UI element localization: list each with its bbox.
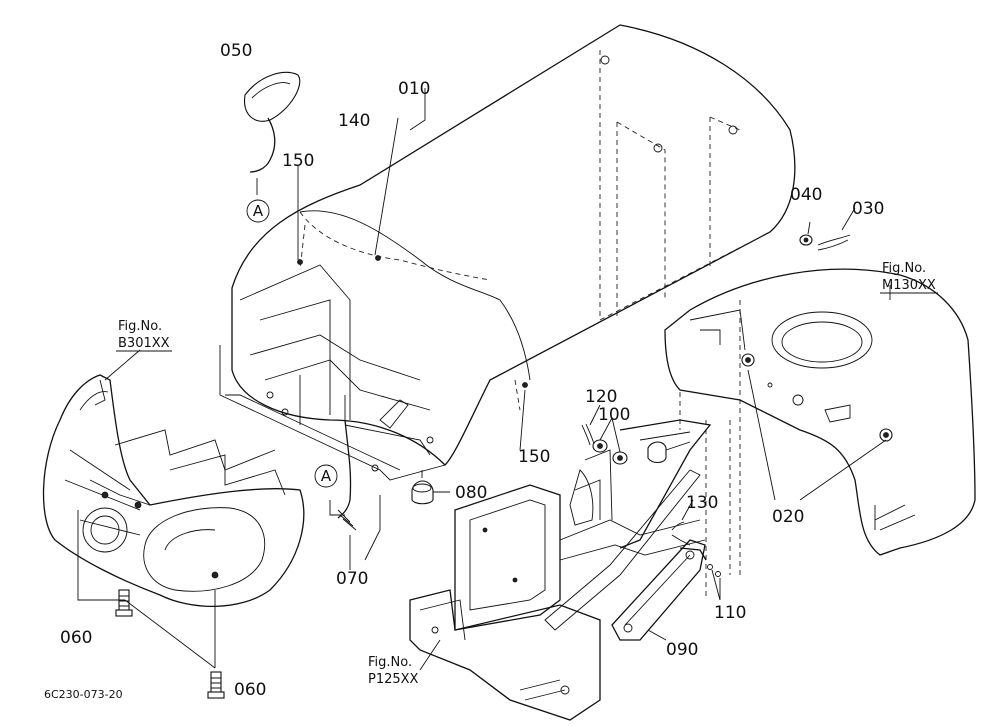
label-050: 050	[220, 41, 252, 61]
fig-ref-m130-code: M130XX	[882, 278, 936, 293]
label-070: 070	[336, 569, 368, 589]
side-panel	[664, 268, 976, 575]
fig-ref-b301-title: Fig.No.	[118, 319, 162, 334]
grommet-080	[411, 470, 450, 505]
bolt-060-lower	[207, 671, 225, 699]
clip-110	[707, 564, 721, 577]
label-060-upper: 060	[60, 628, 92, 648]
pin-130	[671, 521, 691, 546]
fig-ref-p125-title: Fig.No.	[368, 655, 412, 670]
pin-030	[817, 234, 851, 251]
headlight-grille-assembly	[42, 374, 305, 608]
harness-spring-070	[329, 419, 357, 570]
label-140: 140	[338, 111, 370, 131]
leader-lines	[104, 88, 891, 671]
label-060-lower: 060	[234, 680, 266, 700]
bolt-060-upper	[115, 589, 133, 617]
support-frame	[409, 449, 706, 721]
pin-120	[581, 423, 595, 446]
label-030: 030	[852, 199, 884, 219]
callout-a-top-text: A	[253, 202, 264, 220]
callout-a-top: A	[246, 199, 270, 223]
washer-040	[799, 234, 813, 246]
hood-frame-bracket	[219, 264, 446, 481]
striker-plate-090	[611, 539, 707, 641]
label-080: 080	[455, 483, 487, 503]
label-150-lower: 150	[518, 447, 550, 467]
fig-ref-b301-code: B301XX	[118, 336, 170, 351]
label-150-upper: 150	[282, 151, 314, 171]
washer-100-b	[612, 451, 628, 465]
drawing-code: 6C230-073-20	[44, 688, 123, 701]
label-010: 010	[398, 79, 430, 99]
emblem-part	[244, 71, 301, 195]
label-120: 120	[585, 387, 617, 407]
label-090: 090	[666, 640, 698, 660]
washer-100-a	[592, 439, 608, 453]
label-040: 040	[790, 185, 822, 205]
label-110: 110	[714, 603, 746, 623]
fig-ref-m130-title: Fig.No.	[882, 261, 926, 276]
hood-panel	[231, 24, 796, 466]
fig-ref-p125-code: P125XX	[368, 672, 419, 687]
break-lines	[114, 429, 286, 496]
callout-a-bottom-text: A	[321, 467, 332, 485]
latch-link	[544, 419, 731, 631]
callout-a-bottom: A	[314, 464, 338, 488]
label-020: 020	[772, 507, 804, 527]
label-130: 130	[686, 493, 718, 513]
label-100: 100	[598, 405, 630, 425]
